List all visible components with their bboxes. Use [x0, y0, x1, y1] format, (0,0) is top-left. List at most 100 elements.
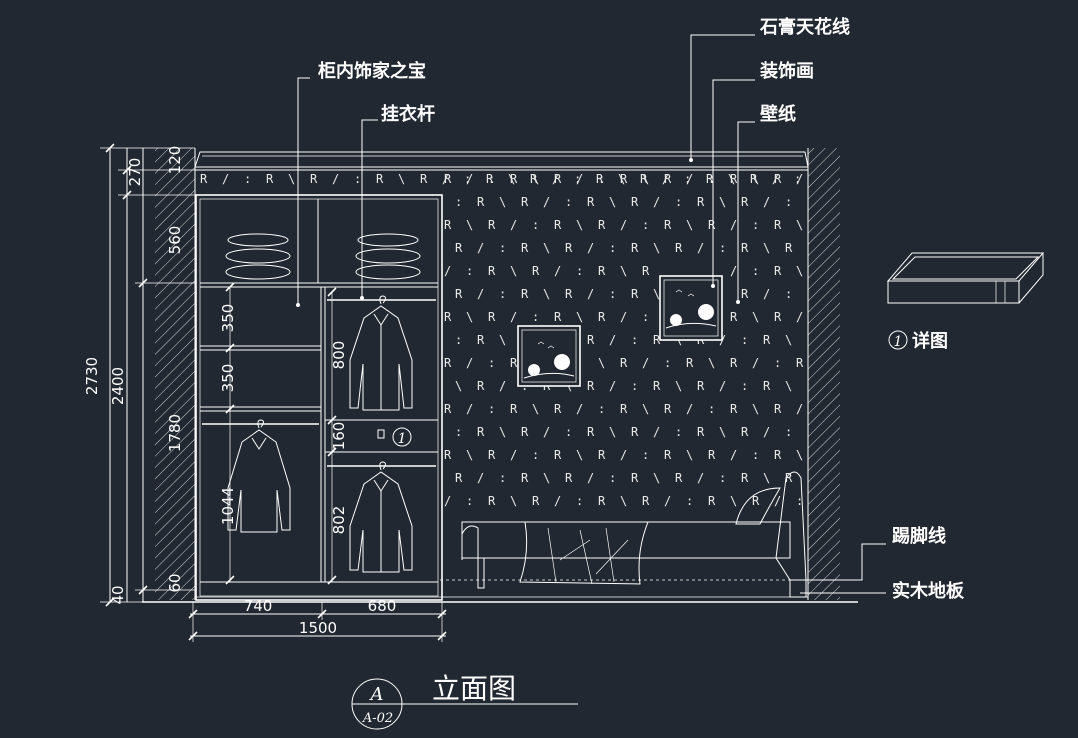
wallpaper-glyph: /: [686, 172, 693, 186]
wallpaper-glyph: R: [730, 356, 738, 370]
wallpaper-glyph: \: [609, 425, 616, 439]
wallpaper-glyph: /: [477, 287, 484, 301]
wallpaper-glyph: /: [576, 402, 583, 416]
wallpaper-glyph: R: [587, 333, 595, 347]
wallpaper-glyph: R: [697, 379, 705, 393]
wallpaper-glyph: :: [576, 264, 583, 278]
wallpaper-glyph: R: [455, 241, 463, 255]
label-detail: 详图: [912, 330, 948, 352]
wallpaper-glyph: R: [521, 195, 529, 209]
wallpaper-glyph: :: [532, 310, 539, 324]
wallpaper-glyph: :: [675, 425, 682, 439]
svg-text:1: 1: [894, 334, 903, 350]
wallpaper-glyph: \: [675, 379, 682, 393]
wallpaper-glyph: R: [488, 310, 496, 324]
wallpaper-glyph: :: [719, 471, 726, 485]
wallpaper-glyph: :: [609, 241, 616, 255]
dim-chain-6: 60: [166, 573, 184, 592]
wallpaper-glyph: R: [706, 172, 714, 186]
wallpaper-glyph: \: [708, 356, 715, 370]
wallpaper-glyph: R: [598, 448, 606, 462]
wallpaper-glyph: :: [684, 172, 691, 186]
wallpaper-glyph: R: [477, 379, 485, 393]
wallpaper-glyph: :: [499, 241, 506, 255]
wallpaper-glyph: R: [653, 379, 661, 393]
wallpaper-glyph: :: [664, 356, 671, 370]
wallpaper-glyph: R: [596, 172, 604, 186]
wallpaper-glyph: R: [763, 333, 771, 347]
wallpaper-glyph: R: [587, 195, 595, 209]
label-wood-floor: 实木地板: [892, 580, 965, 602]
wallpaper-glyph: \: [576, 218, 583, 232]
wallpaper-glyph: \: [653, 471, 660, 485]
wallpaper-glyph: :: [532, 218, 539, 232]
dim-chain-4: 350: [219, 364, 237, 393]
title-symbol-bottom: A-02: [362, 711, 393, 726]
wallpaper-glyph: :: [598, 172, 605, 186]
wallpaper-glyph: \: [763, 241, 770, 255]
wallpaper-glyph: /: [774, 494, 781, 508]
wallpaper-glyph: :: [354, 172, 361, 186]
wallpaper-glyph: /: [543, 425, 550, 439]
decorative-painting-left: [517, 325, 581, 387]
wallpaper-glyph: /: [730, 448, 737, 462]
dim-inner-0: 1044: [219, 487, 237, 525]
wallpaper-glyph: :: [708, 402, 715, 416]
wallpaper-glyph: /: [620, 310, 627, 324]
dim-bottom-2: 1500: [299, 619, 337, 637]
wallpaper-glyph: \: [466, 448, 473, 462]
wallpaper-glyph: R: [741, 241, 749, 255]
wallpaper-glyph: :: [642, 218, 649, 232]
wallpaper-glyph: /: [609, 333, 616, 347]
wallpaper-glyph: /: [587, 241, 594, 255]
wallpaper-glyph: :: [785, 195, 792, 209]
wallpaper-glyph: :: [244, 172, 251, 186]
wallpaper-glyph: \: [576, 310, 583, 324]
wallpaper-glyph: /: [554, 494, 561, 508]
wallpaper-glyph: R: [664, 218, 672, 232]
wallpaper-glyph: R: [631, 195, 639, 209]
wallpaper-glyph: :: [752, 218, 759, 232]
wallpaper-glyph: R: [741, 425, 749, 439]
wallpaper-glyph: :: [785, 287, 792, 301]
wallpaper-glyph: :: [466, 264, 473, 278]
wallpaper-glyph: R: [620, 402, 628, 416]
wallpaper-glyph: /: [664, 494, 671, 508]
wallpaper-glyph: \: [499, 333, 506, 347]
wallpaper-glyph: /: [620, 218, 627, 232]
wallpaper-glyph: /: [554, 264, 561, 278]
wallpaper-glyph: R: [530, 172, 538, 186]
wallpaper-glyph: R: [763, 379, 771, 393]
wallpaper-glyph: /: [444, 494, 451, 508]
wallpaper-glyph: :: [598, 402, 605, 416]
wallpaper-glyph: /: [697, 471, 704, 485]
folded-items-right: [355, 233, 421, 280]
label-wallpaper: 壁纸: [760, 103, 796, 125]
wallpaper-glyph: :: [752, 264, 759, 278]
wallpaper-glyph: /: [763, 287, 770, 301]
wallpaper-glyph: R: [796, 356, 804, 370]
wallpaper-glyph: /: [796, 172, 803, 186]
wallpaper-glyph: \: [642, 172, 649, 186]
wallpaper-glyph: :: [796, 494, 803, 508]
wallpaper-glyph: R: [708, 218, 716, 232]
wallpaper-glyph: /: [763, 195, 770, 209]
wallpaper-glyph: R: [653, 333, 661, 347]
wallpaper-glyph: \: [785, 379, 792, 393]
wallpaper-glyph: :: [719, 241, 726, 255]
wallpaper-glyph: /: [587, 287, 594, 301]
wallpaper-glyph: R: [488, 448, 496, 462]
dim-inner-2: 160: [330, 422, 348, 451]
wallpaper-glyph: R: [642, 264, 650, 278]
wallpaper-glyph: R: [444, 310, 452, 324]
wallpaper-glyph: \: [609, 195, 616, 209]
wallpaper-glyph: R: [455, 287, 463, 301]
wallpaper-glyph: R: [565, 241, 573, 255]
wallpaper-glyph: R: [565, 287, 573, 301]
wallpaper-glyph: /: [510, 218, 517, 232]
wallpaper-glyph: /: [697, 241, 704, 255]
wallpaper-glyph: \: [466, 218, 473, 232]
dim-chain-5: 1780: [166, 414, 184, 452]
wallpaper-glyph: R: [752, 494, 760, 508]
wallpaper-glyph: \: [642, 402, 649, 416]
